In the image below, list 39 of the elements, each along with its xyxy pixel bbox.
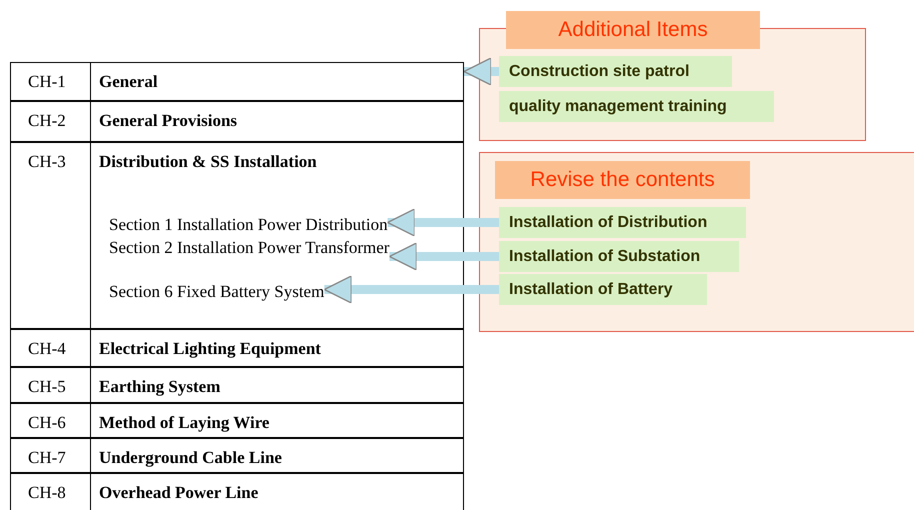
item-label: Construction site patrol <box>499 56 732 87</box>
chapter-number: CH-1 <box>28 71 66 93</box>
chapter-title: Underground Cable Line <box>99 447 282 469</box>
chapter-number: CH-3 <box>28 151 66 173</box>
item-label: Installation of Battery <box>499 274 707 305</box>
note-panel <box>479 152 914 332</box>
table-row <box>10 62 464 101</box>
chapter-number: CH-2 <box>28 110 66 132</box>
table-row <box>10 142 464 329</box>
chapter-title: Distribution & SS Installation <box>99 151 317 173</box>
section-title: Section 1 Installation Power Distribution <box>109 214 388 236</box>
chapter-title: General <box>99 71 158 93</box>
block-arrow <box>324 275 499 304</box>
chapter-title: Method of Laying Wire <box>99 412 270 434</box>
chapter-number: CH-6 <box>28 412 66 434</box>
block-arrow <box>388 242 499 271</box>
table-row <box>10 403 464 438</box>
table-row <box>10 367 464 403</box>
chapter-number: CH-8 <box>28 482 66 504</box>
table-row <box>10 329 464 367</box>
table-row <box>10 473 464 510</box>
item-label: Installation of Distribution <box>499 207 746 238</box>
chapter-number: CH-7 <box>28 447 66 469</box>
item-label: quality management training <box>499 91 774 122</box>
block-arrow <box>463 57 499 86</box>
chapter-title: Overhead Power Line <box>99 482 258 504</box>
table-row <box>10 101 464 142</box>
table-row <box>10 438 464 473</box>
chapter-title: Earthing System <box>99 376 220 398</box>
chapter-number: CH-4 <box>28 338 66 360</box>
section-title: Section 6 Fixed Battery System <box>109 281 324 303</box>
block-arrow <box>386 208 499 237</box>
chapter-number: CH-5 <box>28 376 66 398</box>
item-label: Installation of Substation <box>499 241 739 272</box>
section-title: Section 2 Installation Power Transformer <box>109 237 390 259</box>
panel-heading: Revise the contents <box>495 161 750 199</box>
chapter-title: General Provisions <box>99 110 238 132</box>
panel-heading: Additional Items <box>506 11 760 49</box>
chapter-title: Electrical Lighting Equipment <box>99 338 321 360</box>
